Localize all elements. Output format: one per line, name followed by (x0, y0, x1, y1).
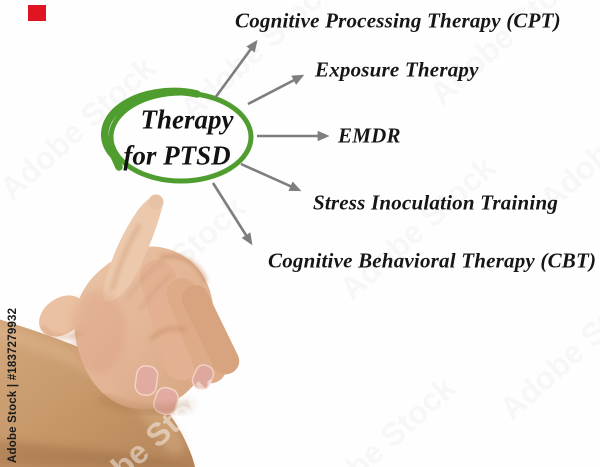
center-title-line2: for PTSD (123, 140, 231, 171)
arrow-exposure-therapy (247, 74, 305, 106)
forearm-highlight (0, 326, 186, 455)
palm-shadow (70, 290, 126, 374)
circle-brush-swoosh (101, 87, 201, 171)
wrist-shadow (98, 393, 194, 415)
node-label-cpt: Cognitive Processing Therapy (CPT) (235, 8, 561, 33)
arrow-cbt (211, 182, 253, 246)
stock-id-label: Adobe Stock | #1837279932 (7, 307, 19, 463)
center-title-line1: Therapy (140, 104, 234, 135)
arrow-stress-inoculation (240, 162, 302, 192)
arrow-cpt (213, 39, 258, 99)
hand-veins (124, 260, 173, 311)
node-label-emdr: EMDR (338, 123, 401, 148)
node-label-cbt: Cognitive Behavioral Therapy (CBT) (268, 248, 597, 273)
index-fingertip (148, 194, 164, 210)
index-shading (110, 222, 142, 291)
node-label-stress-inoculation: Stress Inoculation Training (313, 190, 559, 215)
red-square-marker (28, 5, 46, 21)
forearm (0, 319, 195, 467)
node-label-exposure-therapy: Exposure Therapy (315, 57, 479, 82)
forearm-shadow (0, 440, 192, 467)
